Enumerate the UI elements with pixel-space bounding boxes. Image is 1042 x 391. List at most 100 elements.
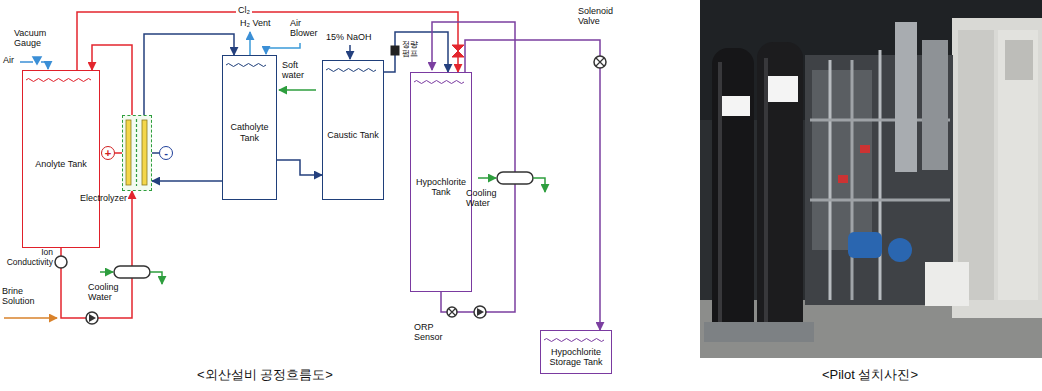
pipe-symbols — [594, 56, 606, 68]
tank-box: Caustic Tank — [322, 60, 384, 200]
pipe-symbols — [497, 172, 533, 184]
pilot-photo — [879, 50, 882, 300]
cell-plates — [126, 120, 131, 185]
pilot-photo — [1005, 40, 1033, 80]
liquid-wave — [326, 69, 376, 72]
pilot-photo — [704, 322, 814, 342]
tank-box: Hypochlorite Tank — [410, 72, 472, 292]
pilot-photo — [998, 30, 1038, 300]
pipe-symbols — [596, 58, 604, 66]
pipe-label: Cl₂ — [236, 6, 252, 16]
pipe-symbols — [477, 308, 484, 316]
pipe-line — [152, 180, 222, 182]
pipe-line — [115, 152, 122, 154]
pipe-symbols — [533, 178, 545, 192]
liquid-wave — [226, 64, 266, 67]
electrolyzer-cell: Electrolyzer — [122, 115, 152, 191]
tank-name: Electrolyzer — [80, 193, 127, 203]
terminal-sign: - — [164, 148, 168, 159]
pipe-label: Ion Conductivity — [3, 248, 53, 268]
pipe-line — [277, 160, 322, 175]
pipe-label: Cooling Water — [88, 282, 128, 303]
tank-name: Hypochlorite Tank — [415, 177, 467, 198]
tank-name: Catholyte Tank — [227, 122, 272, 143]
pilot-photo — [848, 232, 882, 258]
pipe-symbols — [150, 272, 162, 284]
pilot-photo — [851, 60, 854, 300]
figure-caption: <Pilot 설치사진> — [780, 368, 960, 383]
tank-name: Hypochlorite Storage Tank — [545, 347, 607, 368]
liquid-wave — [323, 61, 382, 75]
tank-box: Anolyte Tank — [22, 70, 100, 248]
pipe-label: Cooling Water — [466, 188, 508, 209]
pilot-photo — [838, 175, 848, 183]
pilot-photo — [718, 62, 722, 330]
tank-name: Caustic Tank — [327, 130, 378, 140]
pipe-symbols — [4, 22, 606, 324]
liquid-wave — [544, 339, 604, 342]
pipe-symbols — [452, 51, 464, 57]
pilot-photo — [768, 76, 798, 102]
pipe-line — [152, 152, 159, 154]
tank-box: Catholyte Tank — [222, 55, 277, 200]
pipe-line — [144, 34, 234, 115]
pipe-symbols — [41, 62, 48, 69]
pipe-symbols — [33, 57, 41, 64]
pipe-symbols — [449, 309, 456, 316]
terminal-circle: + — [101, 146, 115, 160]
pilot-photo — [722, 96, 750, 116]
pipe-symbols — [100, 271, 113, 273]
pilot-photo — [812, 70, 872, 250]
cell-plates — [136, 119, 137, 186]
pipe-label: Soft water — [282, 60, 312, 81]
pipe-symbols — [279, 89, 316, 91]
pipe-label: Solenoid Valve — [578, 6, 624, 27]
pipe-label: H₂ Vent — [240, 18, 271, 28]
liquid-wave — [23, 71, 98, 85]
pipe-symbols — [447, 307, 457, 317]
pilot-photo — [888, 238, 912, 262]
pipe-symbols — [249, 32, 251, 55]
pilot-photo — [810, 199, 950, 202]
pipe-line — [465, 40, 600, 330]
liquid-wave — [223, 56, 275, 70]
pipe-label: Brine Solution — [2, 286, 42, 307]
pipe-symbols — [391, 46, 399, 55]
tank-box: Hypochlorite Storage Tank — [540, 330, 612, 374]
liquid-wave — [26, 79, 91, 82]
liquid-wave — [411, 73, 470, 87]
pipe-symbols — [20, 61, 33, 63]
pilot-photo — [700, 0, 1042, 358]
terminal-circle: - — [159, 146, 173, 160]
pilot-photo — [712, 48, 754, 340]
pilot-photo — [922, 40, 948, 170]
pipe-symbols — [86, 312, 98, 324]
tank-name: Anolyte Tank — [35, 159, 86, 169]
pipe-symbols — [114, 266, 150, 278]
pilot-photo — [700, 0, 1042, 358]
pipe-label: ORP Sensor — [414, 322, 454, 343]
liquid-wave — [541, 331, 610, 345]
pipe-symbols — [452, 45, 464, 51]
figure-caption: <외산설비 공정흐름도> — [150, 368, 380, 383]
cell-plates — [142, 120, 147, 185]
pipe-symbols — [89, 314, 96, 322]
pilot-photo — [829, 60, 832, 300]
cell-plates — [123, 116, 150, 189]
pilot-photo — [764, 58, 768, 330]
pipe-label: Air Blower — [290, 18, 324, 39]
pipe-symbols — [478, 177, 496, 179]
pipe-label: 15% NaOH — [326, 32, 372, 42]
pilot-photo — [860, 145, 870, 153]
terminal-sign: + — [105, 148, 111, 159]
pipe-symbols — [4, 317, 57, 319]
pipe-label: Air — [3, 55, 14, 65]
pilot-photo — [925, 262, 969, 306]
pipe-line — [384, 32, 448, 72]
pipe-symbols — [266, 43, 300, 54]
